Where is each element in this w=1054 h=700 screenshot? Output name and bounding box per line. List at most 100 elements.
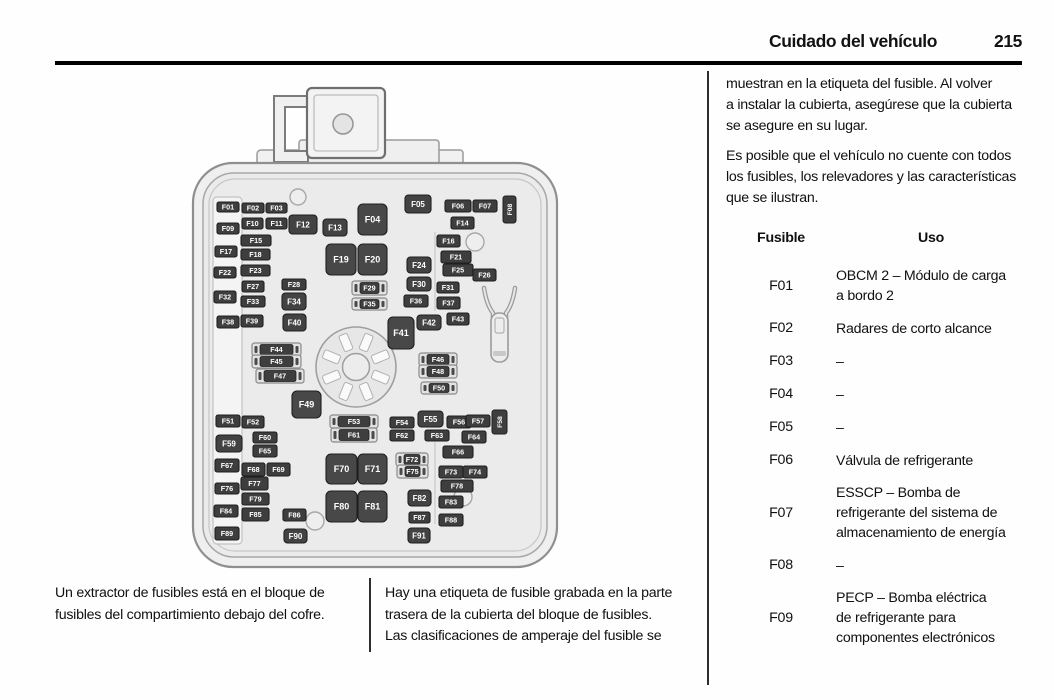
fuse-f84: F84 xyxy=(213,504,239,518)
fuse-f04: F04 xyxy=(357,203,388,236)
svg-text:F20: F20 xyxy=(365,255,381,265)
svg-text:F70: F70 xyxy=(334,464,350,474)
text-line: ESSCP – Bomba de xyxy=(836,485,961,501)
svg-text:F22: F22 xyxy=(219,268,231,277)
svg-text:F39: F39 xyxy=(246,317,258,326)
svg-text:F17: F17 xyxy=(220,247,232,256)
svg-text:F62: F62 xyxy=(396,431,408,440)
text-line: muestran en la etiqueta del fusible. Al … xyxy=(726,76,993,92)
fuse-f20: F20 xyxy=(357,243,388,276)
svg-text:F31: F31 xyxy=(442,283,454,292)
fuse-f78: F78 xyxy=(440,479,474,493)
fuse-f36: F36 xyxy=(403,294,429,308)
svg-text:F83: F83 xyxy=(445,498,457,507)
svg-text:F78: F78 xyxy=(451,482,463,491)
fuse-f03: F03 xyxy=(265,202,288,214)
svg-text:F73: F73 xyxy=(445,468,457,477)
text-line: Válvula de refrigerante xyxy=(836,452,973,469)
fuse-f09: F09 xyxy=(216,222,240,235)
text-line: – xyxy=(836,557,844,574)
svg-text:F59: F59 xyxy=(222,439,236,448)
fuse-f51: F51 xyxy=(215,414,241,428)
fuse-f89: F89 xyxy=(214,526,240,541)
fuse-f10: F10 xyxy=(241,217,264,230)
fuse-f41: F41 xyxy=(387,316,415,350)
svg-text:F02: F02 xyxy=(247,204,259,213)
fuse-id-cell: F09 xyxy=(769,609,793,626)
text-line: refrigerante del sistema de xyxy=(836,505,998,521)
fuse-f47: F47 xyxy=(255,368,305,384)
svg-text:F81: F81 xyxy=(365,502,381,512)
fuse-use-cell: Válvula de refrigerante xyxy=(836,451,1026,471)
text-line: Hay una etiqueta de fusible grabada en l… xyxy=(385,585,673,601)
fuse-f01: F01 xyxy=(216,201,240,213)
svg-text:F79: F79 xyxy=(249,495,261,504)
fuse-f42: F42 xyxy=(416,314,442,331)
fuse-f40: F40 xyxy=(282,313,307,332)
text-line: trasera de la cubierta del bloque de fus… xyxy=(385,606,652,623)
svg-text:F65: F65 xyxy=(259,447,271,456)
svg-text:F04: F04 xyxy=(365,215,381,225)
fuse-f71: F71 xyxy=(357,453,388,485)
fuse-use-cell: – xyxy=(836,556,1026,576)
caption-middle: Hay una etiqueta de fusible grabada en l… xyxy=(385,583,691,648)
fuse-f69: F69 xyxy=(266,462,291,477)
fuse-f17: F17 xyxy=(214,245,238,258)
svg-text:F86: F86 xyxy=(288,511,300,520)
svg-text:F60: F60 xyxy=(259,433,271,442)
svg-text:F77: F77 xyxy=(248,479,260,488)
text-line: Un extractor de fusibles está en el bloq… xyxy=(55,585,325,601)
fuse-f75: F75 xyxy=(396,464,429,479)
fuse-id-cell: F02 xyxy=(769,320,793,336)
svg-text:F21: F21 xyxy=(450,253,462,262)
fuse-f64: F64 xyxy=(461,430,487,444)
svg-text:F32: F32 xyxy=(219,293,231,302)
fuse-f25: F25 xyxy=(442,263,474,277)
fuse-f83: F83 xyxy=(438,495,464,509)
table-row: F05– xyxy=(726,417,1026,438)
header-rule xyxy=(55,61,1022,65)
svg-text:F29: F29 xyxy=(363,284,375,293)
text-line: fusibles del compartimiento debajo del c… xyxy=(55,606,325,623)
fuse-f46: F46 xyxy=(418,352,458,367)
svg-text:F40: F40 xyxy=(288,318,302,327)
fuse-id-cell: F06 xyxy=(769,452,793,468)
fuse-f76: F76 xyxy=(214,482,240,495)
svg-text:F15: F15 xyxy=(250,236,262,245)
fuse-f87: F87 xyxy=(408,511,431,524)
svg-text:F30: F30 xyxy=(412,280,426,289)
bracket-hole xyxy=(332,113,354,135)
fuse-f80: F80 xyxy=(325,490,358,523)
svg-text:F35: F35 xyxy=(363,300,375,309)
text-line: almacenamiento de energía xyxy=(836,525,1006,541)
fuse-f31: F31 xyxy=(436,281,460,294)
fuse-f81: F81 xyxy=(357,490,388,523)
svg-text:F52: F52 xyxy=(247,418,259,427)
svg-text:F66: F66 xyxy=(452,448,464,457)
svg-text:F38: F38 xyxy=(222,318,234,327)
fuse-f50: F50 xyxy=(420,381,458,395)
fuse-f62: F62 xyxy=(389,429,415,442)
fuse-f61: F61 xyxy=(330,427,378,443)
fuse-f29: F29 xyxy=(351,280,388,296)
fuse-id-cell: F07 xyxy=(769,504,793,521)
text-line: PECP – Bomba eléctrica xyxy=(836,590,987,606)
svg-text:F01: F01 xyxy=(222,203,234,212)
svg-text:F14: F14 xyxy=(456,219,468,228)
svg-text:F61: F61 xyxy=(348,431,360,440)
table-row: F07 ESSCP – Bomba de refrigerante del sist… xyxy=(726,483,1026,543)
fuse-f16: F16 xyxy=(436,234,461,248)
svg-text:F37: F37 xyxy=(442,299,454,308)
fuse-f30: F30 xyxy=(406,276,432,292)
fuse-f86: F86 xyxy=(282,508,307,522)
svg-text:F90: F90 xyxy=(289,532,303,541)
fuse-id-cell: F08 xyxy=(769,557,793,573)
caption-divider xyxy=(369,578,371,652)
column-divider xyxy=(707,71,709,685)
bracket-clip xyxy=(273,95,309,163)
fuse-f60: F60 xyxy=(252,431,278,444)
table-row: F04– xyxy=(726,384,1026,405)
fuse-id-cell: F01 xyxy=(769,277,793,294)
